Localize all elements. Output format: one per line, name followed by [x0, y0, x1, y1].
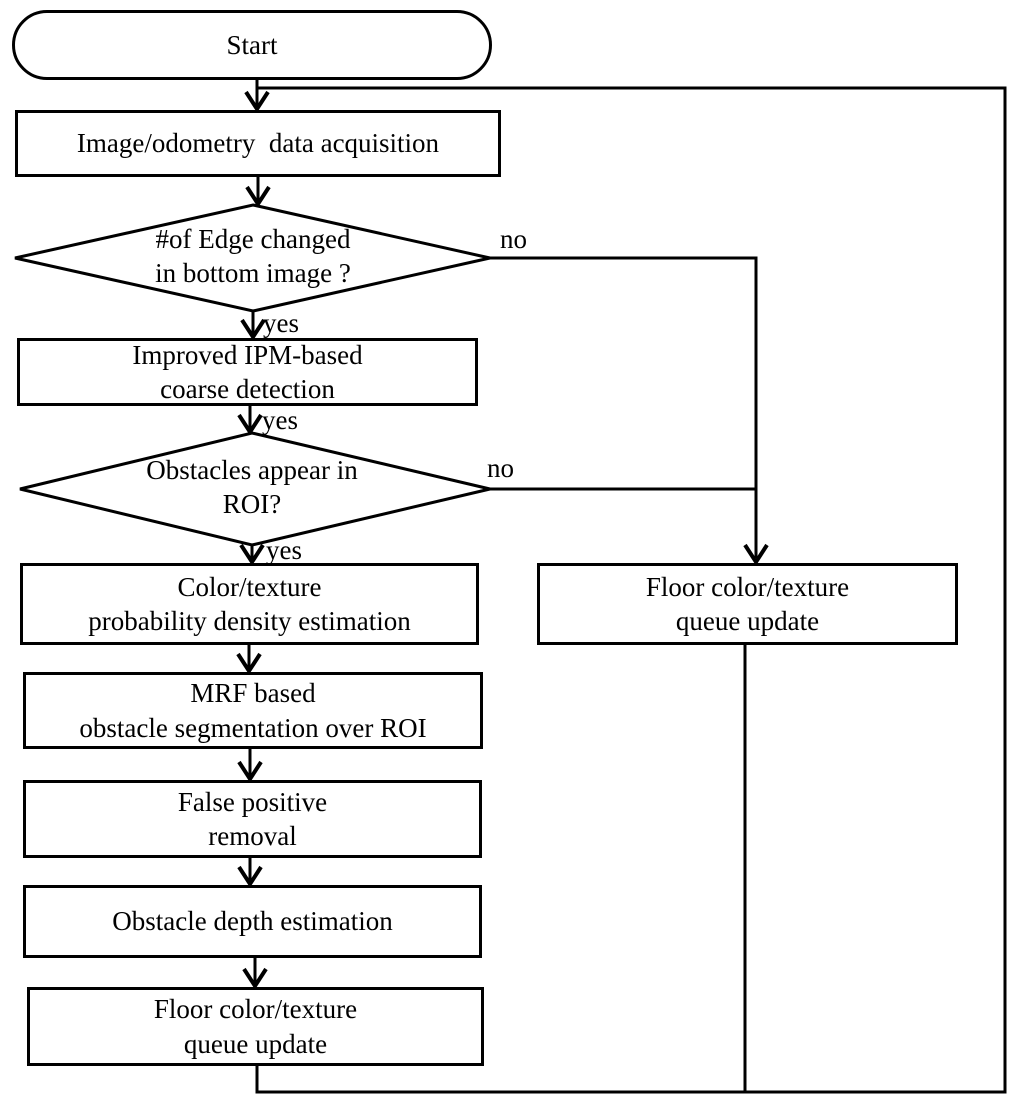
node-false-positive-removal: False positive removal — [23, 780, 482, 858]
arrowhead-into-false-positive — [237, 760, 263, 783]
node-floor-queue-update-side: Floor color/texture queue update — [537, 563, 958, 645]
node-fp-label: False positive removal — [177, 786, 328, 851]
node-edge-changed-diamond — [14, 203, 491, 313]
arrowhead-into-edge-changed — [245, 185, 271, 208]
edge-label-edge-changed-no: no — [500, 224, 527, 254]
edge-label-ipm-yes: yes — [262, 405, 298, 435]
node-edge-changed-label: #of Edge changed in bottom image ? — [155, 224, 351, 289]
edge-label-edge-changed-yes: yes — [263, 308, 299, 338]
node-start-label: Start — [226, 29, 278, 60]
node-floor-side-label: Floor color/texture queue update — [645, 571, 850, 636]
node-obstacles-roi-label: Obstacles appear in ROI? — [146, 455, 358, 520]
edge-edge-changed-no — [490, 256, 758, 558]
arrowhead-into-acquisition — [244, 90, 270, 113]
node-color-label: Color/texture probability density estima… — [88, 571, 411, 636]
node-obstacles-roi-diamond — [19, 431, 491, 547]
arrowhead-into-mrf — [236, 652, 262, 675]
node-ipm-label: Improved IPM-based coarse detection — [132, 339, 363, 404]
node-start: Start — [12, 10, 492, 80]
edge-label-obstacles-yes: yes — [266, 535, 302, 565]
edge-feedback-loop — [255, 86, 1007, 1094]
arrowhead-into-depth — [237, 865, 263, 888]
node-obstacle-depth-estimation: Obstacle depth estimation — [23, 885, 482, 958]
node-acquisition-label: Image/odometry data acquisition — [76, 128, 440, 159]
edge-label-obstacles-no: no — [487, 453, 514, 483]
node-floor-main-label: Floor color/texture queue update — [153, 994, 358, 1059]
arrowhead-into-color — [239, 543, 265, 566]
node-image-odometry-acquisition: Image/odometry data acquisition — [15, 110, 501, 177]
arrowhead-into-ipm — [240, 318, 266, 341]
arrowhead-into-floor-side — [743, 543, 769, 566]
node-depth-label: Obstacle depth estimation — [112, 906, 393, 937]
node-color-texture-estimation: Color/texture probability density estima… — [20, 563, 479, 645]
node-mrf-label: MRF based obstacle segmentation over ROI — [79, 678, 427, 743]
node-ipm-coarse-detection: Improved IPM-based coarse detection — [17, 338, 478, 406]
arrowhead-into-floor-main — [242, 967, 268, 990]
node-mrf-segmentation: MRF based obstacle segmentation over ROI — [23, 672, 483, 749]
node-floor-queue-update-main: Floor color/texture queue update — [27, 987, 484, 1066]
